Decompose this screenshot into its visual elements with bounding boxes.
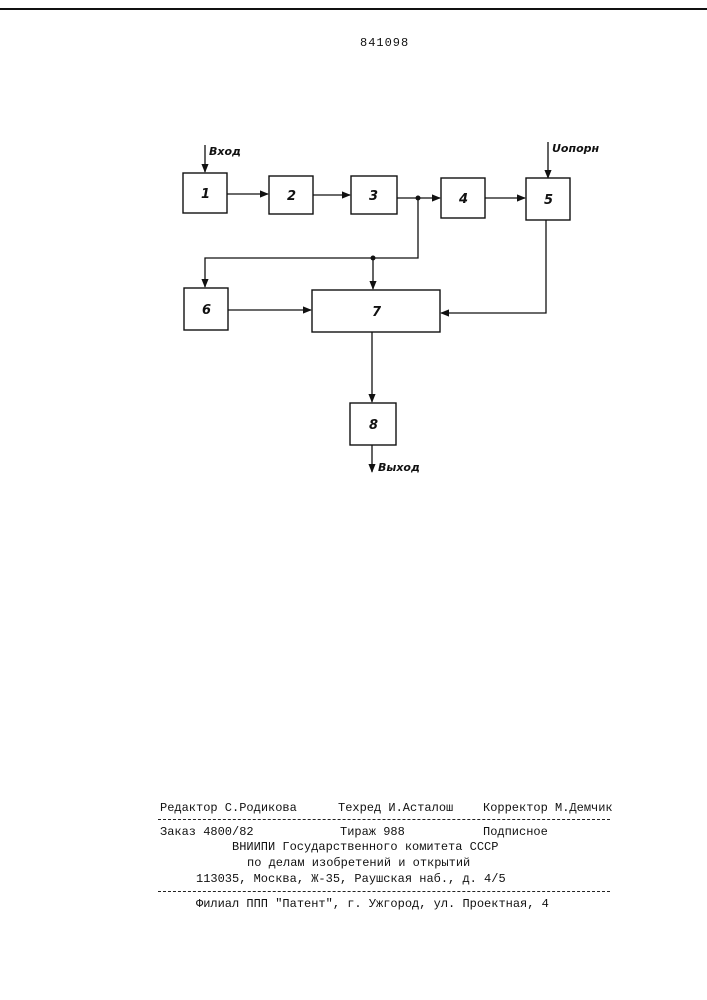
order-number: Заказ 4800/82 (160, 825, 254, 839)
subscription-note: Подписное (483, 825, 548, 839)
footer-rule-1 (158, 819, 610, 820)
org-address: 113035, Москва, Ж-35, Раушская наб., д. … (196, 872, 506, 886)
footer-rule-2 (158, 891, 610, 892)
org-line-2: по делам изобретений и открытий (247, 856, 470, 870)
editor-credit: Редактор С.Родикова (160, 801, 297, 815)
techred-credit: Техред И.Асталош (338, 801, 453, 815)
org-line-1: ВНИИПИ Государственного комитета СССР (232, 840, 498, 854)
corrector-credit: Корректор М.Демчик (483, 801, 613, 815)
branch-address: Филиал ППП "Патент", г. Ужгород, ул. Про… (196, 897, 549, 911)
circulation: Тираж 988 (340, 825, 405, 839)
